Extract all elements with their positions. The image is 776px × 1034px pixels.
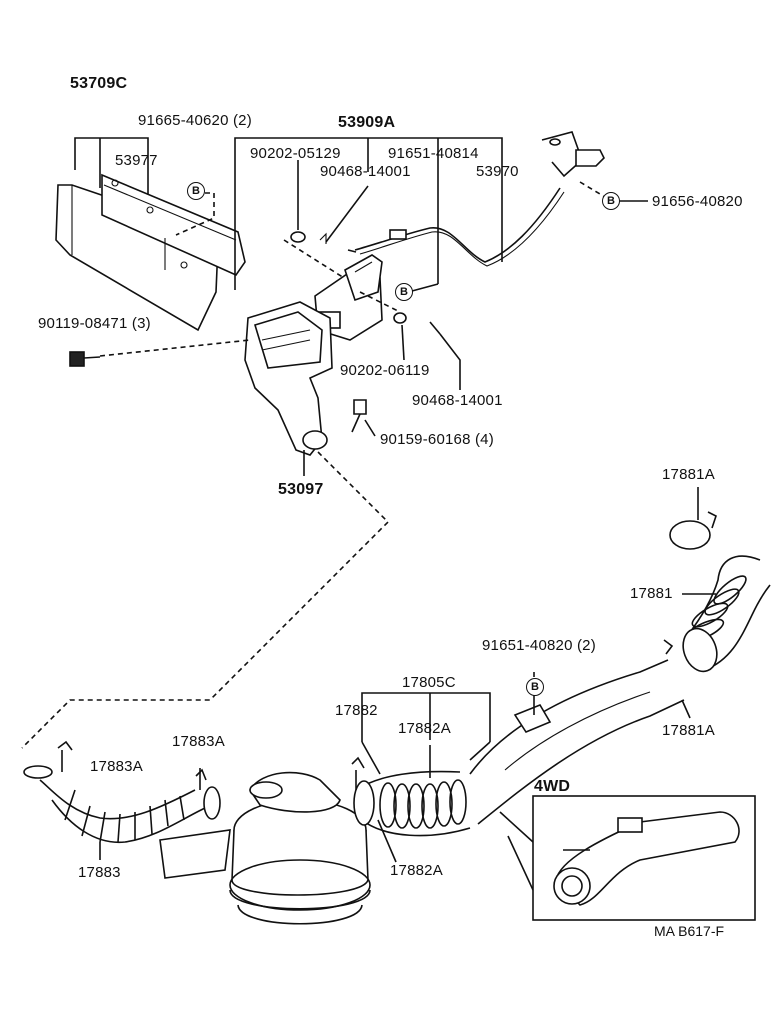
label-4wd: 4WD	[534, 778, 571, 795]
label-53977: 53977	[115, 152, 158, 169]
label-91651-40820: 91651-40820 (2)	[482, 637, 596, 654]
label-17883a-mid: 17883A	[172, 733, 225, 750]
label-90468-14001-top: 90468-14001	[320, 163, 411, 180]
b-badge-91651-40814: B	[395, 283, 413, 301]
b-badge-91665: B	[187, 182, 205, 200]
label-17883: 17883	[78, 864, 121, 881]
label-17805c: 17805C	[402, 674, 456, 691]
label-90159-60168: 90159-60168 (4)	[380, 431, 494, 448]
diagram-reference-code: MA B617-F	[654, 923, 725, 939]
b-badge-91656: B	[602, 192, 620, 210]
label-91656-40820: 91656-40820	[652, 193, 743, 210]
label-90119-08471: 90119-08471 (3)	[38, 315, 151, 332]
label-91651-40814: 91651-40814	[388, 145, 479, 162]
label-53709c: 53709C	[70, 75, 128, 92]
label-17882: 17882	[335, 702, 378, 719]
label-91665-40620: 91665-40620 (2)	[138, 112, 252, 129]
label-53970: 53970	[476, 163, 519, 180]
label-90468-14001-bottom: 90468-14001	[412, 392, 503, 409]
label-17881: 17881	[630, 585, 673, 602]
label-53097: 53097	[278, 481, 324, 498]
label-17881a-top: 17881A	[662, 466, 715, 483]
label-17882a-bottom: 17882A	[390, 862, 443, 879]
label-90202-05129: 90202-05129	[250, 145, 341, 162]
label-90202-06119: 90202-06119	[340, 362, 430, 379]
label-17882a-top: 17882A	[398, 720, 451, 737]
label-17883a-left: 17883A	[90, 758, 143, 775]
label-17881a-bottom: 17881A	[662, 722, 715, 739]
label-53909a: 53909A	[338, 114, 396, 131]
b-badge-91651-40820: B	[526, 678, 544, 696]
